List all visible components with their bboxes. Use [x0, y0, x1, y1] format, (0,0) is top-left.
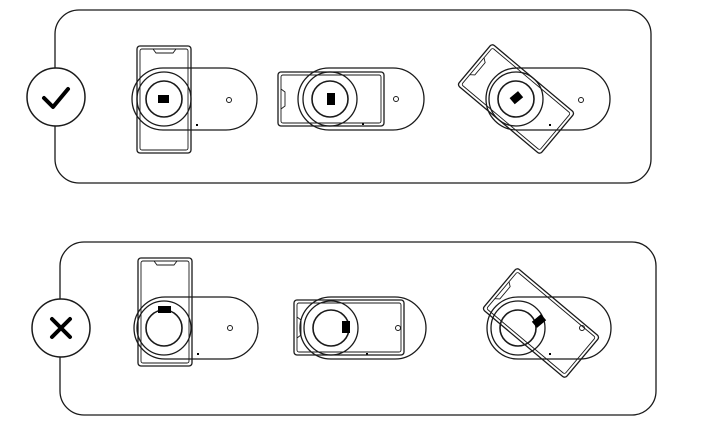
charging-coil [490, 300, 546, 356]
charging-coil [488, 71, 544, 127]
pad-led [366, 353, 368, 355]
smartphone [136, 45, 192, 154]
pad-indicator-icon [395, 325, 401, 331]
charger-pad [486, 296, 612, 360]
pad-led [549, 353, 551, 355]
charger-pad [297, 67, 425, 131]
charging-coil [136, 300, 192, 356]
phone-coil-marker-icon [531, 314, 547, 328]
phone-coil-marker-icon [158, 306, 171, 313]
phone-coil-marker-icon [509, 91, 524, 105]
pad-led [362, 123, 364, 125]
placement-incorrect-portrait [133, 257, 259, 367]
cross-badge [31, 298, 91, 358]
phone-coil-marker-icon [158, 95, 169, 103]
pad-indicator-icon [578, 97, 584, 103]
charging-coil-outline [311, 80, 349, 118]
charging-coil-outline [499, 309, 537, 347]
pad-indicator-icon [227, 325, 233, 331]
phone-coil-marker-icon [327, 93, 335, 105]
check-badge [26, 67, 86, 127]
charger-pad [133, 296, 259, 360]
placement-correct-portrait [131, 45, 258, 154]
charging-coil-outline [497, 80, 535, 118]
smartphone [457, 44, 575, 154]
charging-coil-outline [145, 80, 183, 118]
pad-indicator-icon [226, 97, 232, 103]
incorrect-placement-row [31, 241, 657, 416]
correct-placement-row [26, 9, 652, 184]
charger-pad [485, 67, 611, 131]
smartphone [137, 257, 193, 367]
pad-led [196, 124, 198, 126]
pad-led [549, 124, 551, 126]
pad-led [197, 353, 199, 355]
smartphone [277, 71, 385, 127]
placement-incorrect-landscape [293, 296, 427, 360]
placement-incorrect-rotated [482, 268, 612, 378]
badge-circle [26, 67, 86, 127]
placement-correct-landscape [277, 67, 425, 131]
smartphone [293, 299, 405, 356]
charger-pad [299, 296, 427, 360]
cross-icon [50, 317, 72, 339]
smartphone [482, 268, 600, 378]
pad-indicator-icon [393, 96, 399, 102]
charger-pad [131, 67, 258, 131]
placement-correct-rotated [457, 44, 611, 154]
phone-coil-marker-icon [342, 321, 350, 333]
check-icon [42, 87, 70, 109]
